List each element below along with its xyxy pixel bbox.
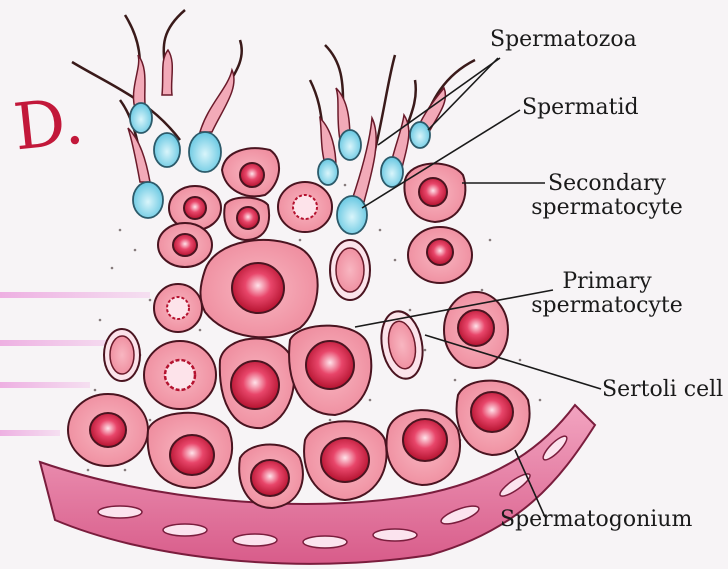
label-secondary-line1: Secondary	[522, 172, 692, 196]
label-secondary-line2: spermatocyte	[522, 196, 692, 220]
label-secondary-spermatocyte: Secondary spermatocyte	[522, 172, 692, 220]
label-spermatozoa: Spermatozoa	[490, 28, 637, 52]
label-spermatid: Spermatid	[522, 96, 639, 120]
label-primary-line2: spermatocyte	[522, 294, 692, 318]
label-spermatogonium: Spermatogonium	[500, 508, 692, 532]
label-primary-spermatocyte: Primary spermatocyte	[522, 270, 692, 318]
bleed-through-writing	[640, 30, 646, 54]
label-sertoli-cell: Sertoli cell	[602, 378, 723, 402]
label-primary-line1: Primary	[522, 270, 692, 294]
